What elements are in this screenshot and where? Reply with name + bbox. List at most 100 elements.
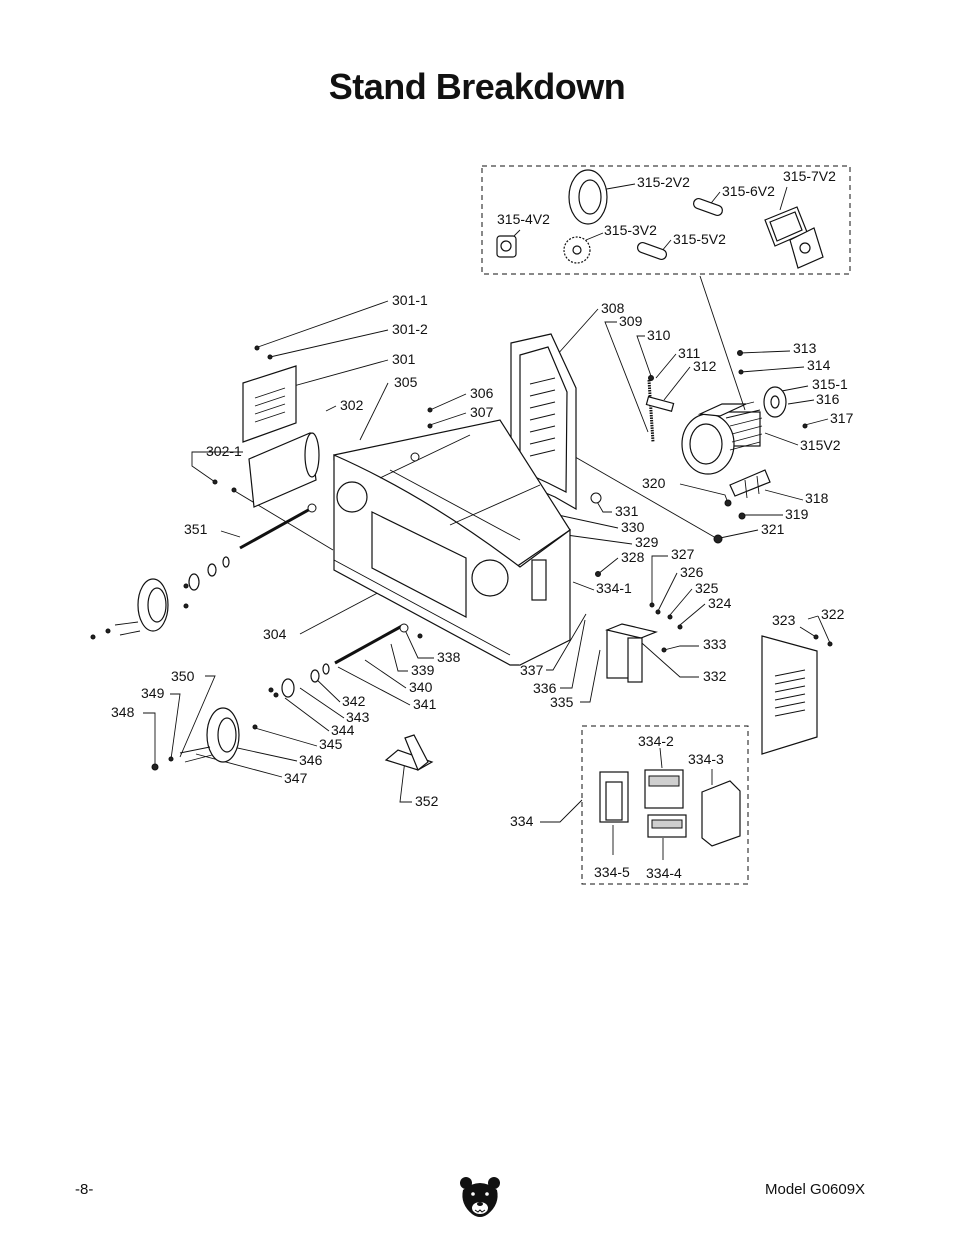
part-label: 319 <box>785 506 809 522</box>
part-label: 301 <box>392 351 416 367</box>
part-label: 333 <box>703 636 727 652</box>
motor-capacitor-2 <box>637 241 667 261</box>
part-label: 320 <box>642 475 666 491</box>
part-label: 335 <box>550 694 574 710</box>
part-label: 332 <box>703 668 727 684</box>
shaft-upper <box>188 506 313 591</box>
part-label: 338 <box>437 649 461 665</box>
part-label: 326 <box>680 564 704 580</box>
part-label: 342 <box>342 693 366 709</box>
part-label: 315-7V2 <box>783 168 836 184</box>
part-label: 347 <box>284 770 308 786</box>
part-label: 339 <box>411 662 435 678</box>
part-label: 302-1 <box>206 443 242 459</box>
front-grate-301 <box>242 365 297 443</box>
motor-parts-group-box <box>481 165 851 275</box>
part-label: 312 <box>693 358 717 374</box>
switch-parts-group-box <box>581 725 749 885</box>
part-label: 308 <box>601 300 625 316</box>
motor-junction-box-cover <box>789 227 824 269</box>
motor-fan <box>563 236 591 264</box>
part-label: 329 <box>635 534 659 550</box>
part-label: 306 <box>470 385 494 401</box>
part-label: 352 <box>415 793 439 809</box>
part-label: 346 <box>299 752 323 768</box>
part-label: 334 <box>510 813 534 829</box>
switch-334-4 <box>647 814 687 838</box>
rear-grate-323 <box>761 635 818 755</box>
fasteners <box>90 345 833 771</box>
motor-fan-cover <box>568 169 608 225</box>
motor-capacitor-1 <box>693 197 723 217</box>
part-label: 340 <box>409 679 433 695</box>
motor-pulley-316 <box>763 386 787 418</box>
part-label: 313 <box>793 340 817 356</box>
part-label: 305 <box>394 374 418 390</box>
part-label: 304 <box>263 626 287 642</box>
rod-bracket-312 <box>645 396 675 412</box>
page-title: Stand Breakdown <box>328 66 626 107</box>
part-label: 324 <box>708 595 732 611</box>
threaded-rod-309 <box>647 379 655 443</box>
part-label: 334-2 <box>638 733 674 749</box>
part-label: 323 <box>772 612 796 628</box>
part-label: 314 <box>807 357 831 373</box>
contactor-334-2 <box>644 769 684 809</box>
part-label: 341 <box>413 696 437 712</box>
switch-box-334 <box>605 623 658 683</box>
bracket-352 <box>384 734 434 771</box>
part-label: 331 <box>615 503 639 519</box>
part-label: 345 <box>319 736 343 752</box>
part-label: 321 <box>761 521 785 537</box>
part-label: 315-5V2 <box>673 231 726 247</box>
part-label: 330 <box>621 519 645 535</box>
part-label: 350 <box>171 668 195 684</box>
part-label: 327 <box>671 546 695 562</box>
motor-mount-318 <box>729 469 771 499</box>
part-label: 302 <box>340 397 364 413</box>
part-label: 334-4 <box>646 865 682 881</box>
stand-cabinet-304 <box>333 419 571 666</box>
part-label: 334-5 <box>594 864 630 880</box>
bear-head-logo <box>460 1177 500 1217</box>
part-label: 315-2V2 <box>637 174 690 190</box>
part-label: 315-6V2 <box>722 183 775 199</box>
motor-bearing-cap <box>496 235 517 258</box>
part-label: 307 <box>470 404 494 420</box>
part-label: 348 <box>111 704 135 720</box>
part-number-labels: 315-2V2 315-6V2 315-7V2 315-4V2 315-3V2 315-5… <box>111 168 854 881</box>
dust-chute-302 <box>248 432 320 508</box>
part-label: 301-1 <box>392 292 428 308</box>
part-label: 315-1 <box>812 376 848 392</box>
part-label: 322 <box>821 606 845 622</box>
part-label: 336 <box>533 680 557 696</box>
part-label: 334-1 <box>596 580 632 596</box>
part-label: 310 <box>647 327 671 343</box>
part-label: 301-2 <box>392 321 428 337</box>
page-number: -8- <box>75 1181 94 1198</box>
part-label: 337 <box>520 662 544 678</box>
part-label: 318 <box>805 490 829 506</box>
motor-315v2 <box>681 401 763 475</box>
part-label: 315V2 <box>800 437 841 453</box>
handwheel-upper <box>114 578 169 636</box>
handwheel-lower <box>179 707 240 763</box>
switch-box-frame-334-5 <box>599 771 629 823</box>
part-label: 315-3V2 <box>604 222 657 238</box>
part-label: 349 <box>141 685 165 701</box>
part-label: 343 <box>346 709 370 725</box>
cover-334-3 <box>701 780 741 847</box>
part-label: 351 <box>184 521 208 537</box>
shaft-lower <box>281 624 403 698</box>
part-label: 334-3 <box>688 751 724 767</box>
part-label: 317 <box>830 410 854 426</box>
part-label: 315-4V2 <box>497 211 550 227</box>
part-label: 344 <box>331 722 355 738</box>
part-label: 328 <box>621 549 645 565</box>
part-label: 311 <box>678 345 701 361</box>
part-label: 309 <box>619 313 643 329</box>
part-label: 325 <box>695 580 719 596</box>
model-number: Model G0609X <box>765 1181 866 1198</box>
part-label: 316 <box>816 391 840 407</box>
